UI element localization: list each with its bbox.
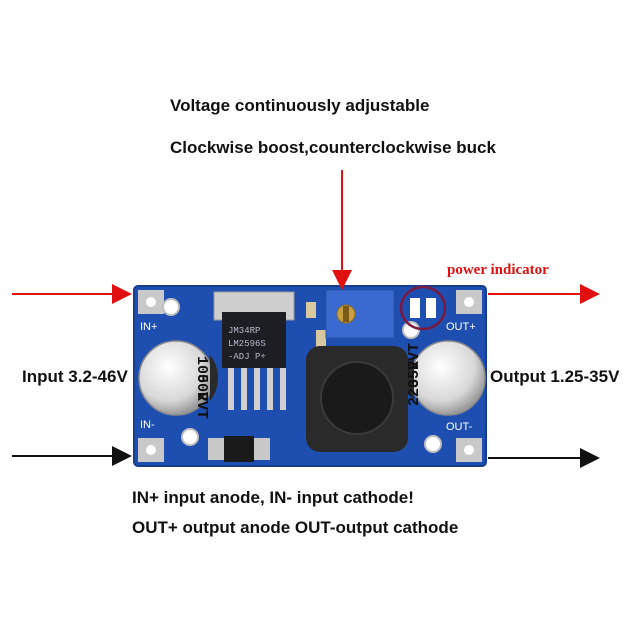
caption-boost-buck: Clockwise boost,counterclockwise buck bbox=[170, 138, 496, 157]
output-cap-value: 220 bbox=[406, 379, 423, 406]
mounting-hole bbox=[162, 298, 180, 316]
label-in-minus: IN- bbox=[140, 419, 155, 431]
label-out-minus: OUT- bbox=[446, 421, 473, 433]
output-cap-voltage: 35V bbox=[406, 361, 423, 388]
smd-resistor bbox=[306, 302, 316, 318]
power-indicator-led bbox=[399, 285, 447, 331]
caption-output-polarity: OUT+ output anode OUT-output cathode bbox=[132, 518, 459, 537]
output-cap-brand: RVT bbox=[406, 343, 423, 370]
diode bbox=[208, 436, 270, 462]
label-output-range: Output 1.25-35V bbox=[490, 367, 620, 386]
chip-text-line2: LM2596S bbox=[228, 339, 266, 349]
mounting-hole bbox=[424, 435, 442, 453]
regulator-chip: JM34RP LM2596S -ADJ P+ bbox=[213, 291, 295, 410]
label-power-indicator: power indicator bbox=[447, 262, 549, 278]
input-cap-voltage: 50V bbox=[193, 374, 210, 401]
mounting-hole bbox=[181, 428, 199, 446]
chip-text-line1: JM34RP bbox=[228, 326, 260, 336]
output-capacitor: 220 35V RVT bbox=[405, 340, 486, 416]
inductor-value: 470 bbox=[349, 365, 382, 415]
trim-potentiometer bbox=[325, 289, 395, 339]
label-input-range: Input 3.2-46V bbox=[22, 367, 128, 386]
label-out-plus: OUT+ bbox=[446, 321, 476, 333]
chip-text-line3: -ADJ P+ bbox=[228, 352, 266, 362]
label-in-plus: IN+ bbox=[140, 321, 157, 333]
caption-voltage-adjustable: Voltage continuously adjustable bbox=[170, 96, 430, 115]
caption-input-polarity: IN+ input anode, IN- input cathode! bbox=[132, 488, 414, 507]
input-capacitor: 100 50V RVT bbox=[138, 340, 219, 419]
smd-resistor bbox=[316, 330, 326, 348]
mounting-hole bbox=[402, 321, 420, 339]
inductor: 470 bbox=[306, 346, 408, 452]
input-cap-value: 100 bbox=[193, 356, 210, 383]
input-cap-brand: RVT bbox=[193, 392, 210, 419]
